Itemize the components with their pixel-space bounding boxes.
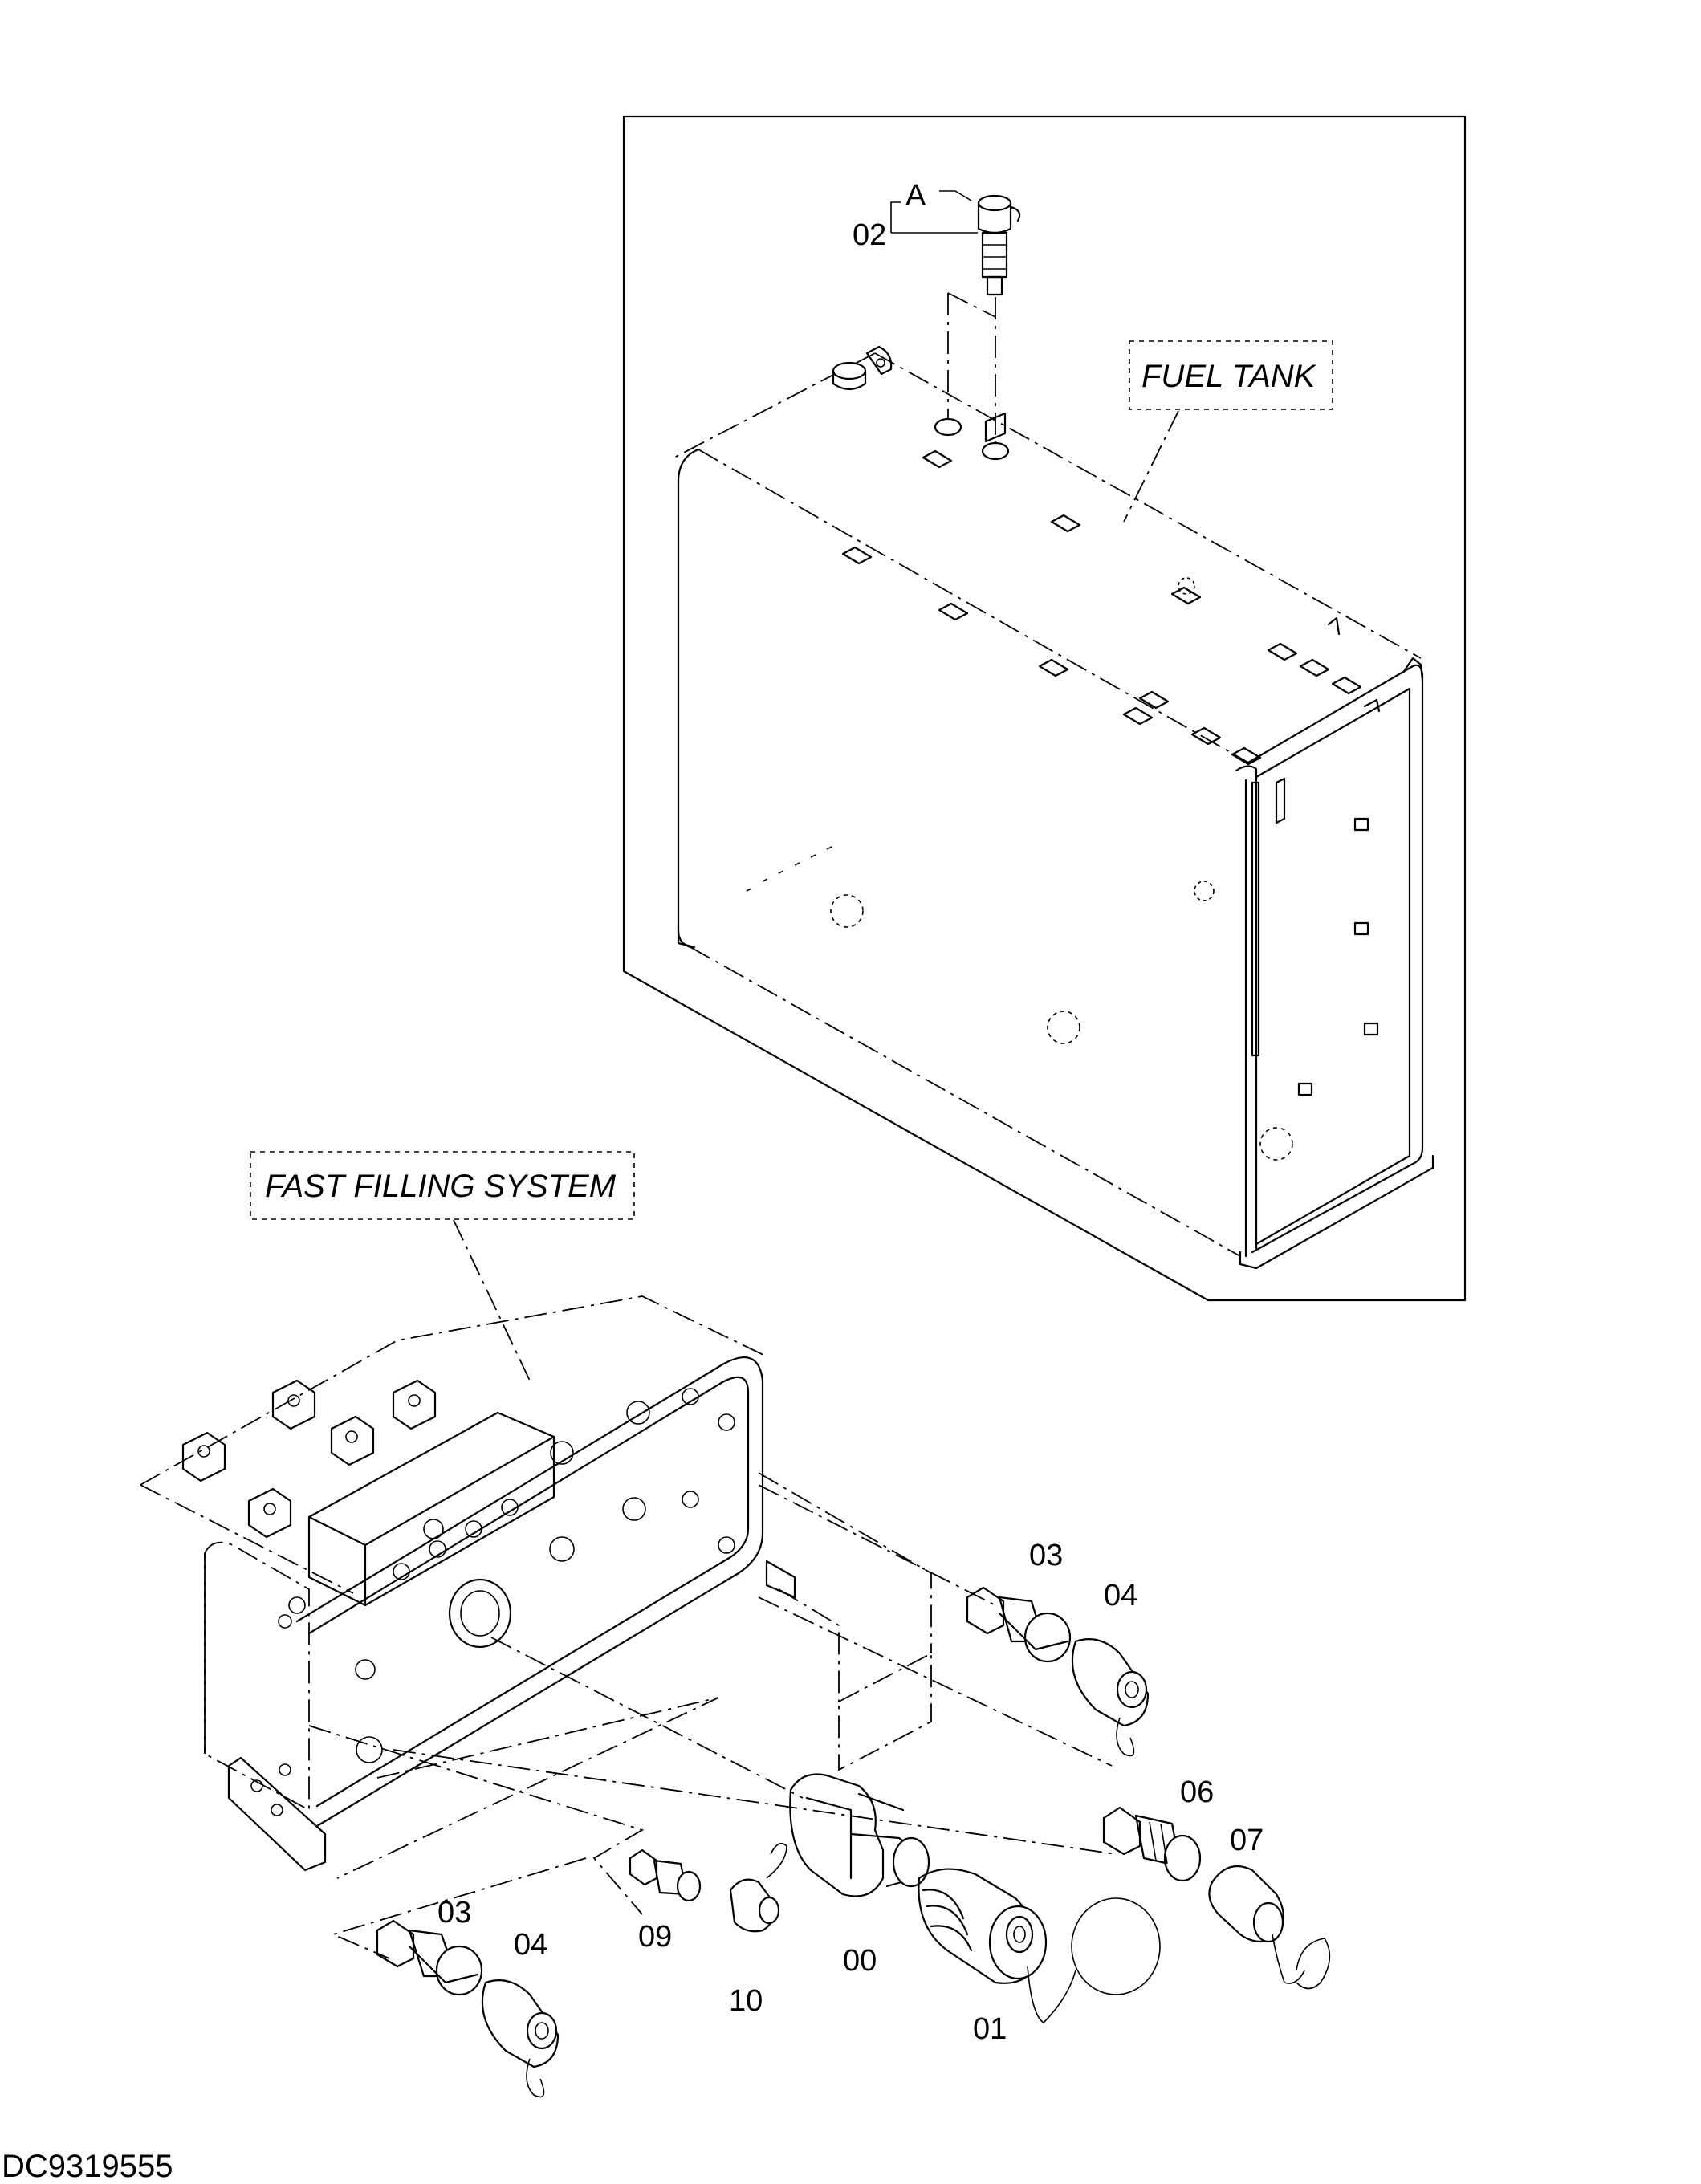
callout-04-upper: 04 bbox=[1104, 1579, 1137, 1613]
fitting-leader-lines bbox=[308, 1484, 1117, 1959]
part-06-fitting bbox=[1102, 1806, 1202, 1882]
part-04-upper-cap bbox=[1071, 1638, 1150, 1757]
part-07-cap bbox=[1208, 1865, 1331, 1990]
fuel-tank-label-box bbox=[1123, 340, 1333, 523]
callout-07: 07 bbox=[1230, 1824, 1264, 1857]
callout-00: 00 bbox=[843, 1944, 877, 1978]
callout-01: 01 bbox=[973, 2012, 1007, 2046]
part-00-fast-fill-nipple bbox=[789, 1773, 930, 1897]
part-02-sensor bbox=[890, 190, 1021, 461]
fuel-tank-label: FUEL TANK bbox=[1141, 359, 1317, 394]
callout-09: 09 bbox=[638, 1920, 672, 1954]
drawing-code: DC9319555 bbox=[2, 2149, 173, 2184]
part-04-lower-cap bbox=[481, 1979, 560, 2098]
callout-03-upper: 03 bbox=[1029, 1539, 1063, 1572]
callout-04-lower: 04 bbox=[514, 1928, 547, 1962]
callout-03-lower: 03 bbox=[437, 1896, 471, 1930]
callout-10: 10 bbox=[729, 1984, 763, 2018]
fuel-tank-illustration bbox=[673, 345, 1434, 1270]
callout-06: 06 bbox=[1180, 1775, 1214, 1809]
part-03-lower-fitting bbox=[376, 1919, 483, 1996]
part-01-coupler-cap bbox=[918, 1868, 1161, 2024]
tank-fastener-marks bbox=[746, 577, 1293, 1161]
fast-filling-system-label: FAST FILLING SYSTEM bbox=[265, 1169, 617, 1204]
part-09-fitting bbox=[629, 1848, 702, 1902]
fuel-tank-detail-frame bbox=[622, 115, 1467, 1302]
part-10-cap bbox=[729, 1842, 787, 1933]
part-03-upper-fitting bbox=[966, 1586, 1072, 1663]
callout-02: 02 bbox=[853, 218, 886, 252]
detail-marker-a: A bbox=[905, 179, 926, 213]
fast-filling-label-box bbox=[250, 1151, 635, 1381]
tank-top-brackets bbox=[841, 449, 1381, 766]
